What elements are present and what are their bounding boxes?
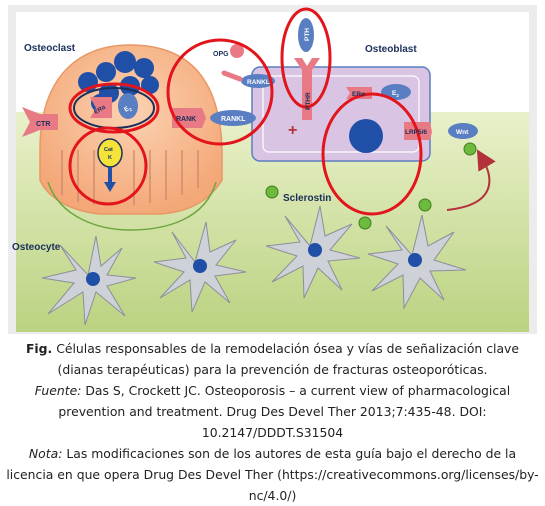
label-rankl-top: RANKL [247,79,270,86]
ruffled-border [61,150,199,205]
opg-protein [230,44,244,58]
label-e2-oc-main: E [123,105,131,114]
osteoblast-inner [262,75,420,153]
osteocyte-nuclei [86,243,422,286]
osteoblast-cell [251,66,431,162]
label-e2-oc: E2 [123,104,133,115]
label-osteoblast: Osteoblast [365,44,417,55]
label-osteoclast: Osteoclast [24,43,76,54]
rankl-protein-mid [210,110,256,126]
label-pth: PTH [304,28,311,41]
pth-ligand [298,18,314,52]
label-osteocyte: Osteocyte [12,242,61,253]
label-ctr: CTR [36,121,50,128]
caption-source: Fuente: Das S, Crockett JC. Osteoporosis… [4,380,541,443]
label-rankl-mid: RANKL [221,116,246,123]
osteoblast-nucleus [349,119,383,153]
label-e2-ob-main: E [392,90,397,97]
target-rings [68,7,423,216]
caption-fig-label: Fig. [25,341,53,356]
label-wnt: Wnt [456,129,469,136]
cathepsin-k [97,138,123,168]
cat-k-arrowhead [104,182,116,192]
target-ring-catk [68,126,148,206]
label-lrp: LRP5/6 [405,129,427,136]
label-e2-oc-sub: 2 [128,107,133,113]
label-rank: RANK [176,116,196,123]
label-pthr: PTHR [305,92,312,110]
opg-stalk [221,70,243,82]
bone-remodeling-diagram: + Osteoclast Osteoblast Osteocyte Sclero… [8,5,537,334]
caption-source-label: Fuente: [34,383,82,398]
wnt-ligand [448,123,478,139]
ctr-receptor [22,107,58,137]
sclerostin-molecules [265,142,477,230]
label-k: K [108,155,112,161]
resorption-pit [47,181,217,231]
rank-receptor [172,108,206,128]
wnt-signal-arrow [446,149,496,211]
caption-note-label: Nota: [28,446,63,461]
label-e2-ob: E2 [392,90,399,98]
target-ring-pth [280,7,332,109]
label-sclerostin: Sclerostin [283,193,331,204]
label-cat: Cat [104,147,113,153]
caption-note: Nota: Las modificaciones son de los auto… [4,443,541,506]
target-ring-wnt [321,92,423,216]
caption-source-text: Das S, Crockett JC. Osteoporosis – a cur… [58,383,511,440]
label-e2-ob-sub: 2 [396,93,399,98]
osteoclast-nuclei [78,51,159,112]
ob-era-receptor [346,87,372,99]
label-era-oc: ERα [93,104,107,115]
activation-plus: + [288,122,297,139]
target-ring-oc-estrogen [68,82,160,134]
caption-fig-text: Células responsables de la remodelación … [52,341,520,377]
target-ring-rankl [166,38,274,146]
label-opg: OPG [213,51,229,58]
caption-note-text: Las modificaciones son de los autores de… [6,446,539,503]
oc-era-receptor [90,97,112,118]
label-era-ob: ERα [352,91,365,98]
caption-description: Fig. Células responsables de la remodela… [4,338,541,380]
rankl-protein-top [241,74,275,88]
oc-e2-ligand [118,93,138,119]
pthr-receptor [294,58,320,120]
figure-caption: Fig. Células responsables de la remodela… [4,338,541,506]
